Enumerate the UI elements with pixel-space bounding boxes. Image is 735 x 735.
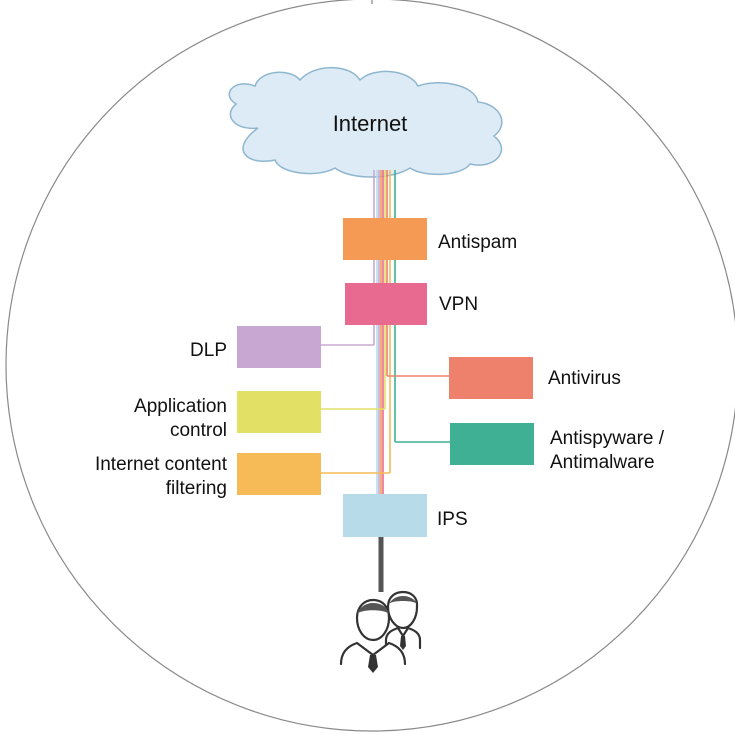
- application-control-box: [237, 391, 321, 433]
- users-icon: [339, 590, 422, 673]
- content-filtering-box: [237, 453, 321, 495]
- content-filtering-label-line1: Internet content: [95, 454, 228, 475]
- antispam-label: Antispam: [438, 232, 517, 253]
- dlp-box: [237, 326, 321, 368]
- internet-label: Internet: [333, 111, 408, 136]
- cloud-shape: [228, 66, 503, 178]
- internet-cloud: Internet: [228, 66, 503, 178]
- vpn-box: [345, 283, 427, 325]
- antivirus-label: Antivirus: [548, 368, 621, 389]
- antivirus-box: [449, 357, 533, 399]
- antispyware-label-line1: Antispyware /: [550, 428, 665, 449]
- ips-box: [343, 494, 427, 537]
- antispam-box: [343, 218, 427, 260]
- user-back-icon: [384, 590, 422, 650]
- application-control-label-line1: Application: [134, 396, 227, 417]
- antispyware-label-line2: Antimalware: [550, 452, 655, 473]
- ips-label: IPS: [437, 509, 468, 530]
- content-filtering-label-line2: filtering: [166, 478, 227, 499]
- application-control-label-line2: control: [170, 420, 227, 441]
- vpn-label: VPN: [439, 294, 478, 315]
- user-front-icon: [339, 598, 407, 673]
- antispyware-box: [450, 423, 534, 465]
- dlp-label: DLP: [190, 340, 227, 361]
- network-boundary-circle: [5, 0, 735, 732]
